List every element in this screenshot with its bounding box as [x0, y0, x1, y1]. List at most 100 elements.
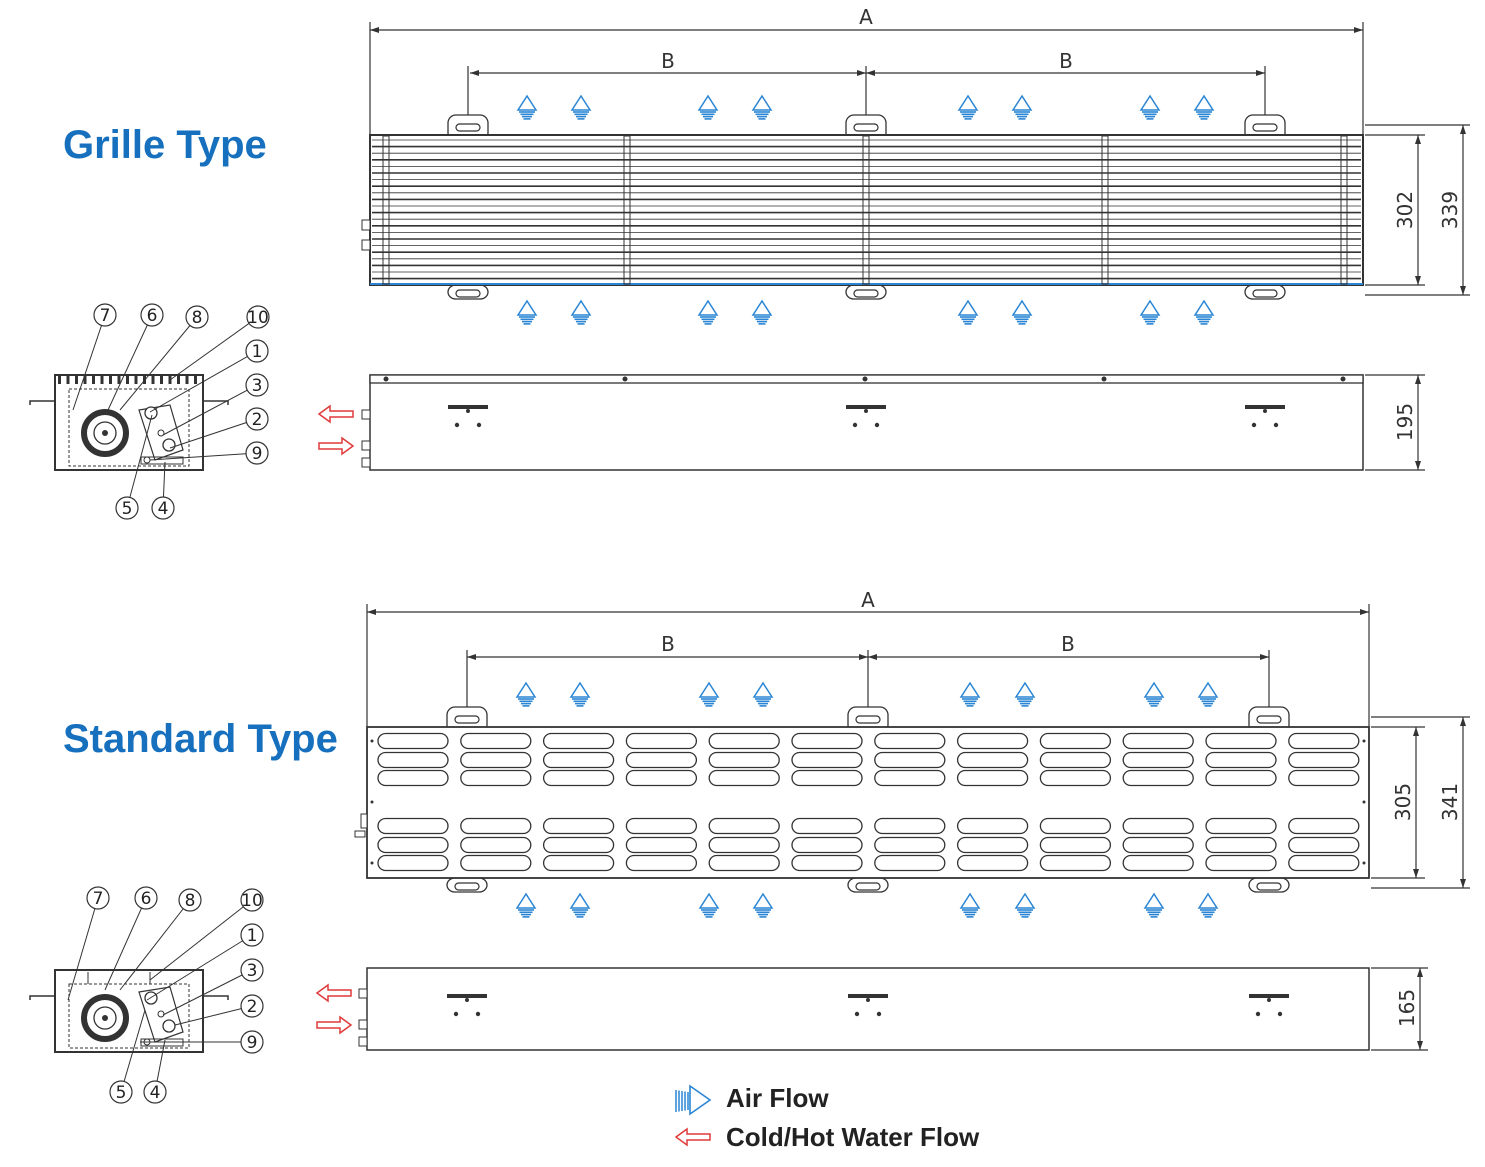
screw-icon: [370, 739, 374, 743]
grille-callout-1: 1: [252, 342, 263, 362]
standard-callout-6: 6: [141, 889, 152, 909]
side-bracket-hole: [1273, 422, 1279, 428]
side-bracket: [848, 994, 888, 998]
standard-dim-b2-line-arrow: [1260, 654, 1269, 660]
standard-dim-a-line-arrow: [1360, 609, 1369, 615]
air-flow-icon: [1139, 94, 1161, 111]
air-slot: [1039, 817, 1112, 835]
mounting-bracket-icon-slot: [1252, 123, 1278, 132]
air-slot: [625, 751, 698, 769]
grille-dim-302-line-arrow: [1415, 276, 1421, 285]
side-bracket: [447, 994, 487, 998]
air-slot: [460, 817, 532, 835]
grille-grille-bar: [92, 375, 95, 384]
standard-callout-circle: [240, 888, 264, 912]
side-bracket: [1249, 994, 1289, 998]
air-slot: [1122, 817, 1194, 835]
air-flow-icon: [959, 681, 981, 698]
grille-dim-b1: B: [661, 49, 675, 73]
air-flow-icon: [752, 681, 774, 698]
grille-callout-leader: [149, 350, 258, 413]
air-slot: [460, 751, 532, 769]
air-slot: [377, 751, 449, 769]
pipe-connector: [360, 813, 368, 829]
pipe-connector: [361, 409, 371, 420]
side-bracket-hole: [465, 998, 469, 1002]
standard-section-housing: [54, 969, 204, 1053]
standard-callout-9: 9: [247, 1033, 258, 1053]
side-bracket-hole: [854, 1011, 860, 1017]
air-slot: [1288, 854, 1360, 872]
air-flow-icon: [569, 681, 591, 698]
air-slot: [1205, 751, 1277, 769]
standard-callout-4: 4: [150, 1083, 161, 1103]
air-slot: [625, 732, 698, 750]
side-bracket-hole: [866, 998, 870, 1002]
standard-dim-341: 341: [1438, 783, 1462, 821]
grille-pipe-2: [162, 438, 176, 452]
air-slot: [460, 769, 532, 787]
air-slot: [625, 854, 698, 872]
grille-dim-a-line-arrow: [1354, 27, 1363, 33]
standard-inner-casing: [68, 983, 190, 1049]
grille-dim-339-line-arrow: [1460, 125, 1466, 134]
grille-dim-b2-line-arrow: [1256, 70, 1265, 76]
air-slot: [542, 732, 615, 750]
grille-callout-leader: [149, 452, 258, 461]
pipe-connector: [361, 219, 371, 231]
standard-pipe-3: [157, 1010, 165, 1018]
grille-callout-circle: [151, 496, 175, 520]
air-flow-icon: [698, 892, 720, 909]
air-slot: [874, 751, 946, 769]
air-flow-icon: [516, 299, 538, 316]
grille-dim-195: 195: [1393, 403, 1417, 441]
standard-callout-8: 8: [185, 891, 196, 911]
side-bracket-hole: [874, 422, 880, 428]
air-flow-icon: [1011, 94, 1033, 111]
air-slot: [1288, 732, 1360, 750]
standard-callout-leader: [120, 1009, 146, 1093]
air-slot: [956, 854, 1029, 872]
standard-dim-165: 165: [1395, 989, 1419, 1027]
air-flow-icon: [957, 299, 979, 316]
air-slot: [542, 817, 615, 835]
air-slot: [956, 817, 1029, 835]
screw-icon: [1362, 861, 1366, 865]
standard-flange: [203, 995, 229, 1000]
standard-callout-2: 2: [247, 997, 258, 1017]
standard-callout-leader: [104, 897, 147, 991]
standard-callout-1: 1: [247, 926, 258, 946]
screw-icon: [370, 800, 374, 804]
standard-callout-leader: [146, 934, 253, 1001]
grille-callout-leader: [72, 314, 106, 411]
air-slot: [874, 732, 946, 750]
mounting-bracket-icon-slot: [454, 715, 480, 724]
pipe-connector: [358, 1019, 368, 1030]
grille-callout-leader: [169, 418, 258, 449]
air-slot: [1288, 836, 1360, 854]
screw-icon: [1101, 376, 1107, 382]
standard-dim-b1-line-arrow: [859, 654, 868, 660]
standard-callout-circle: [86, 886, 110, 910]
standard-callout-leader: [174, 1005, 253, 1026]
standard-dim-b2: B: [1061, 632, 1075, 656]
air-slot: [542, 836, 615, 854]
air-flow-icon: [516, 94, 538, 111]
grille-grille-bar: [100, 375, 104, 384]
grille-callout-leader: [107, 314, 153, 411]
grille-side-view: [369, 374, 1364, 471]
air-flow-icon: [697, 299, 719, 316]
air-slot: [791, 751, 863, 769]
mounting-bracket-icon-slot: [1256, 882, 1282, 891]
grille-callout-6: 6: [147, 306, 158, 326]
standard-dim-b1-line-arrow: [467, 654, 476, 660]
air-slot: [460, 854, 532, 872]
side-bracket-hole: [864, 409, 868, 413]
standard-callout-7: 7: [93, 889, 104, 909]
grille-top-view: [369, 134, 1364, 286]
mounting-bracket-icon-slot: [1256, 715, 1282, 724]
air-slot: [708, 732, 780, 750]
grille-inner-casing: [68, 388, 190, 467]
grille-support: [862, 135, 870, 285]
legend-air-flow-icon: [689, 1084, 712, 1116]
